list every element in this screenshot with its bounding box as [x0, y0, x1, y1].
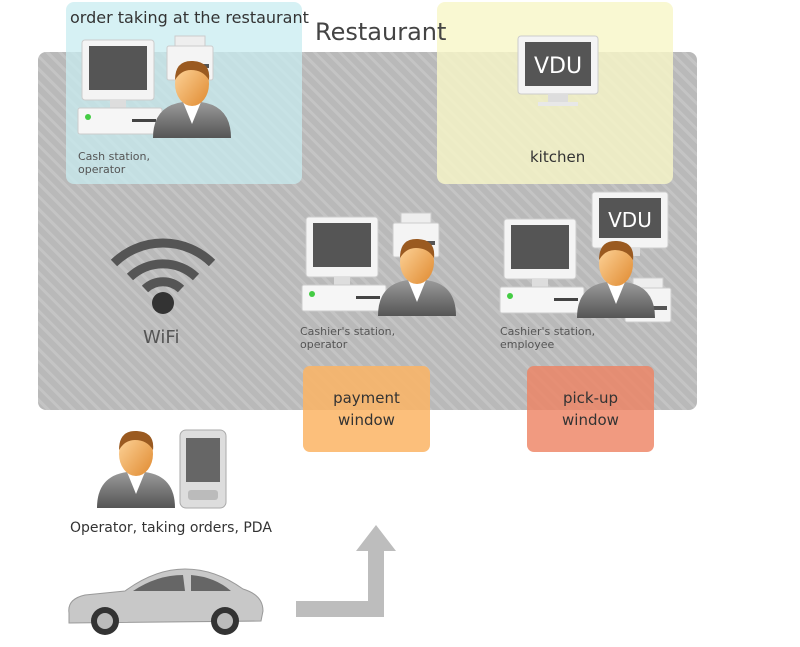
drive-through-arrow-icon [296, 525, 396, 617]
pda-icon [179, 429, 227, 509]
payment-window: payment window [303, 366, 430, 452]
order-taking-label: order taking at the restaurant [70, 8, 309, 27]
cashier-employee-label: Cashier's station,employee [500, 325, 596, 351]
pda-operator-label: Operator, taking orders, PDA [70, 520, 272, 536]
cashier-operator-label: Cashier's station,operator [300, 325, 396, 351]
svg-text:VDU: VDU [608, 208, 652, 232]
pickup-window: pick-up window [527, 366, 654, 452]
restaurant-title: Restaurant [315, 18, 447, 46]
kitchen-label: kitchen [530, 148, 586, 166]
car-icon [68, 568, 264, 635]
svg-text:VDU: VDU [534, 54, 582, 79]
cash-station-label: Cash station,operator [78, 150, 150, 176]
vdu-monitor-icon: VDU [517, 35, 599, 106]
operator-person-icon [153, 60, 231, 139]
wifi-icon [110, 238, 216, 314]
wifi-label: WiFi [143, 327, 180, 348]
